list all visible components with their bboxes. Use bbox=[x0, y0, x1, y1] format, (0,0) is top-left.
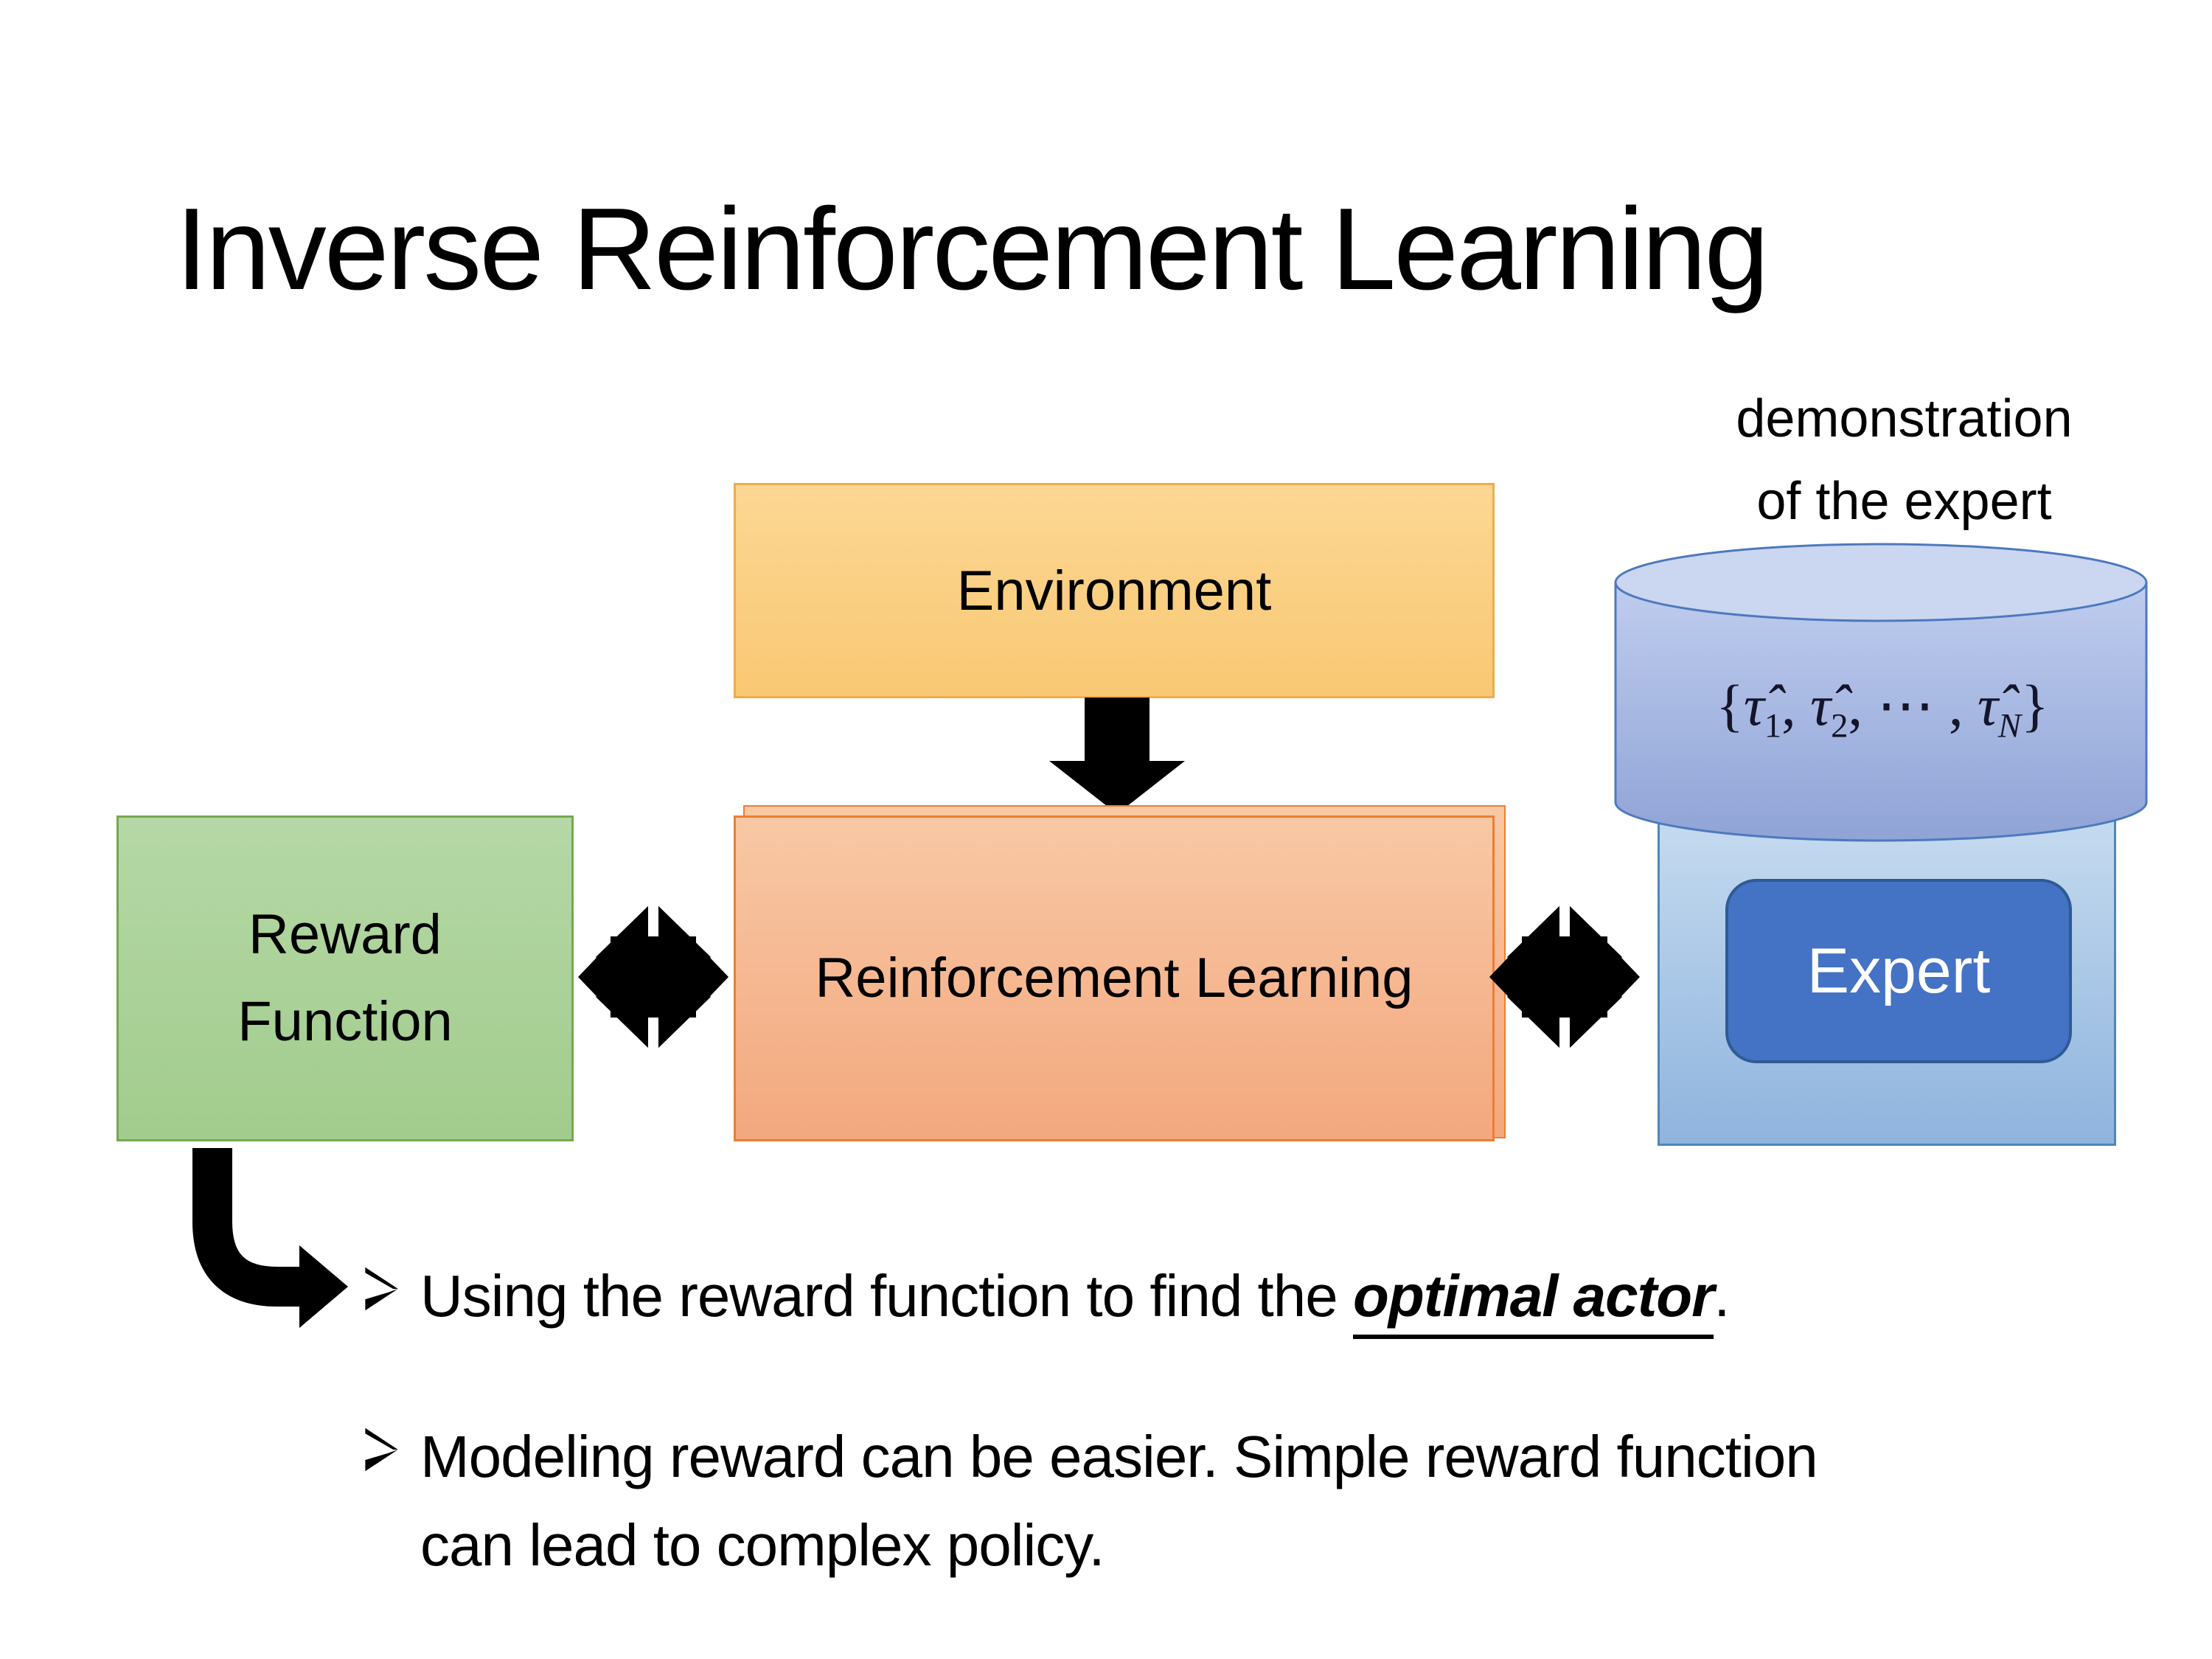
bullet-text-1: Using the reward function to find the op… bbox=[420, 1252, 1731, 1340]
exchange-arrow-left-icon bbox=[578, 900, 728, 1054]
bullet-text-2: Modeling reward can be easier. Simple re… bbox=[420, 1424, 1818, 1578]
bullet-item-2: Modeling reward can be easier. Simple re… bbox=[363, 1413, 1865, 1590]
formula-open-brace: { bbox=[1716, 673, 1744, 737]
bullet-item-1: Using the reward function to find the op… bbox=[363, 1252, 1731, 1340]
expert-label: Expert bbox=[1806, 935, 1991, 1006]
formula-tau-n: τ̂ bbox=[1978, 673, 1998, 737]
bullet-1-prefix: Using the reward function to find the bbox=[420, 1263, 1353, 1329]
bullet-arrowhead-icon bbox=[365, 1267, 398, 1311]
environment-box: Environment bbox=[734, 483, 1495, 698]
formula-sub-1: 1 bbox=[1764, 706, 1782, 745]
elbow-arrow-icon bbox=[192, 1148, 348, 1328]
page-title: Inverse Reinforcement Learning bbox=[175, 184, 1769, 314]
demonstration-caption: demonstration of the expert bbox=[1626, 378, 2183, 543]
down-arrow-icon bbox=[1049, 698, 1185, 814]
formula-sep-1: , bbox=[1781, 673, 1811, 737]
trajectory-set-label: {τ̂1, τ̂2, ⋯ , τ̂N} bbox=[1624, 672, 2140, 746]
formula-sep-2: , ⋯ , bbox=[1848, 673, 1978, 737]
bullet-1-emphasis: optimal actor bbox=[1352, 1263, 1714, 1339]
bullet-1-suffix: . bbox=[1714, 1263, 1730, 1329]
reward-function-label: Reward Function bbox=[237, 903, 453, 1053]
environment-label: Environment bbox=[956, 559, 1272, 622]
demonstration-caption-line2: of the expert bbox=[1756, 472, 2052, 532]
bullet-arrowhead-icon bbox=[365, 1427, 398, 1472]
expert-box: Expert bbox=[1725, 879, 2072, 1063]
reward-function-box: Reward Function bbox=[116, 815, 574, 1141]
demonstration-caption-line1: demonstration bbox=[1736, 389, 2073, 448]
trajectory-database-cylinder bbox=[1614, 543, 2148, 842]
formula-close-brace: } bbox=[2021, 673, 2049, 737]
formula-tau-2: τ̂ bbox=[1810, 673, 1832, 737]
exchange-arrow-right-icon bbox=[1489, 900, 1640, 1054]
reinforcement-learning-label: Reinforcement Learning bbox=[815, 947, 1413, 1010]
formula-sub-n: N bbox=[1997, 706, 2022, 745]
reinforcement-learning-box: Reinforcement Learning bbox=[734, 815, 1495, 1141]
formula-sub-2: 2 bbox=[1831, 706, 1848, 745]
formula-tau-1: τ̂ bbox=[1743, 673, 1764, 737]
